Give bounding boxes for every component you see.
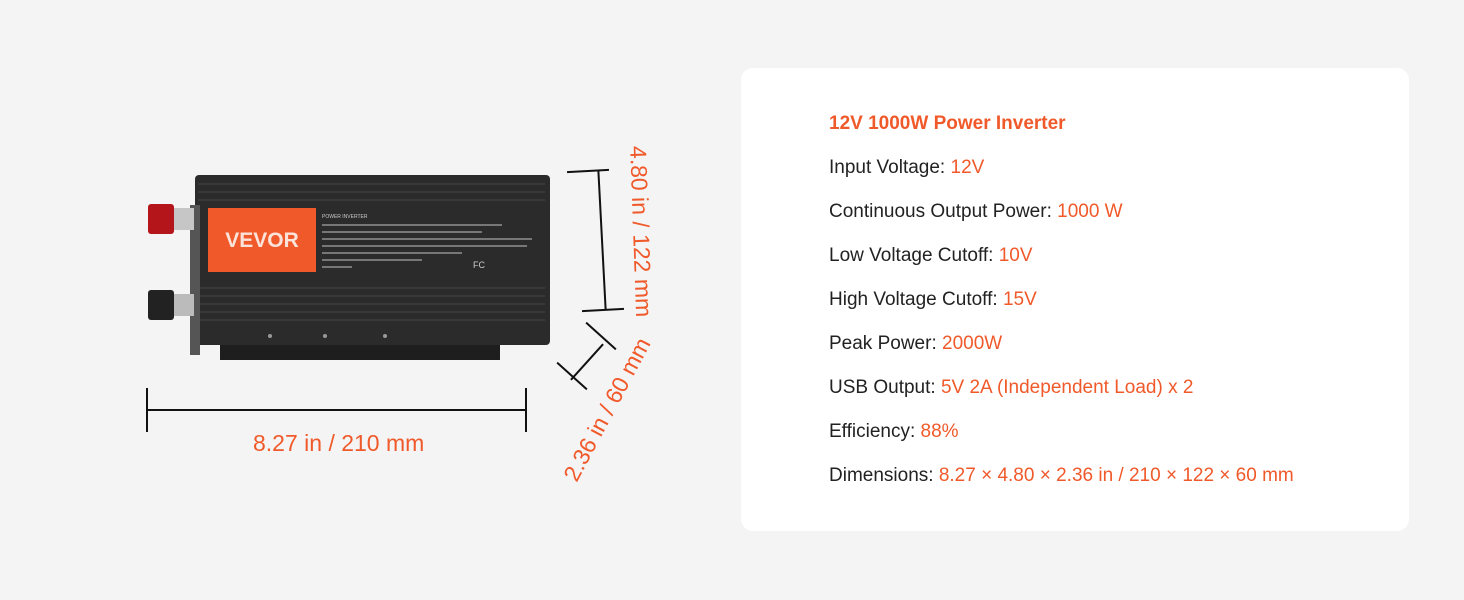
height-tick-top (566, 168, 610, 174)
spec-low-voltage-cutoff: Low Voltage Cutoff: 10V (829, 245, 1033, 267)
spec-label: Continuous Output Power: (829, 201, 1058, 222)
spec-dimensions: Dimensions: 8.27 × 4.80 × 2.36 in / 210 … (829, 465, 1294, 487)
spec-value: 12V (950, 157, 985, 178)
spec-efficiency: Efficiency: 88% (829, 421, 959, 443)
spec-value: 10V (998, 245, 1033, 266)
spec-continuous-power: Continuous Output Power: 1000 W (829, 201, 1123, 223)
depth-dimension-label: 2.36 in / 60 mm (558, 333, 656, 486)
spec-label: Dimensions: (829, 465, 939, 486)
vevor-logo: VEVOR (225, 229, 299, 252)
spec-label: High Voltage Cutoff: (829, 289, 1003, 310)
width-dimension-line (147, 409, 527, 411)
spec-usb-output: USB Output: 5V 2A (Independent Load) x 2 (829, 377, 1193, 399)
spec-input-voltage: Input Voltage: 12V (829, 157, 984, 179)
depth-dimension-line (570, 343, 604, 381)
width-tick-right (525, 388, 527, 432)
spec-value: 88% (920, 421, 959, 442)
spec-value: 15V (1002, 289, 1037, 310)
height-dimension-label: 4.80 in / 122 mm (625, 145, 658, 318)
specs-title: 12V 1000W Power Inverter (829, 113, 1066, 134)
width-dimension-label: 8.27 in / 210 mm (253, 430, 425, 456)
power-inverter-image: VEVOR POWER INVERTER FC (148, 175, 550, 360)
label-heading: POWER INVERTER (322, 214, 368, 220)
specs-card: 12V 1000W Power Inverter Input Voltage: … (741, 68, 1409, 531)
spec-value: 2000W (942, 333, 1003, 354)
spec-peak-power: Peak Power: 2000W (829, 333, 1002, 355)
spec-label: Peak Power: (829, 333, 942, 354)
spec-label: USB Output: (829, 377, 941, 398)
height-dimension-line (597, 170, 607, 310)
width-tick-left (146, 388, 148, 432)
spec-value: 1000 W (1057, 201, 1123, 222)
spec-high-voltage-cutoff: High Voltage Cutoff: 15V (829, 289, 1037, 311)
spec-label: Low Voltage Cutoff: (829, 245, 999, 266)
spec-value: 5V 2A (Independent Load) x 2 (940, 377, 1194, 398)
spec-label: Input Voltage: (829, 157, 951, 178)
height-tick-bottom (581, 307, 625, 313)
spec-label: Efficiency: (829, 421, 921, 442)
svg-text:FC: FC (473, 260, 485, 270)
spec-value: 8.27 × 4.80 × 2.36 in / 210 × 122 × 60 m… (938, 465, 1294, 486)
